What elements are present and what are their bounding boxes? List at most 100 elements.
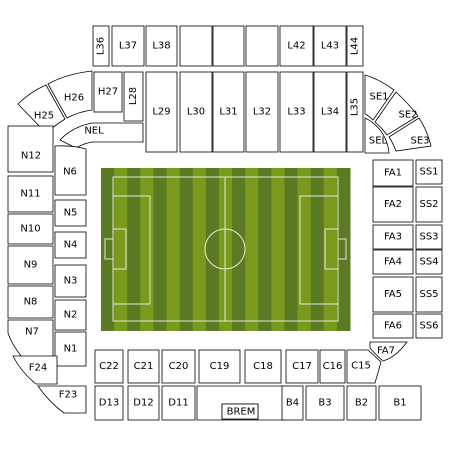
section-shape[interactable] — [372, 276, 414, 313]
section-shape[interactable] — [378, 385, 422, 421]
section-l37[interactable]: L37 — [111, 25, 145, 67]
section-l30[interactable]: L30 — [179, 71, 213, 153]
section-shape[interactable] — [7, 285, 54, 319]
section-f23[interactable]: F23 — [37, 385, 87, 414]
section-l34[interactable]: L34 — [313, 71, 347, 153]
section-shape[interactable] — [372, 313, 414, 339]
section-shape[interactable] — [279, 25, 314, 67]
section-shape[interactable] — [127, 349, 160, 384]
section-se3[interactable]: SE3 — [388, 117, 432, 152]
section-b3[interactable]: B3 — [305, 385, 345, 421]
section-l32[interactable]: L32 — [245, 71, 279, 153]
section-n3[interactable]: N3 — [54, 264, 87, 298]
section-shape[interactable] — [212, 25, 245, 67]
section-shape[interactable] — [111, 25, 145, 67]
section-shape[interactable] — [179, 71, 213, 153]
section-shape[interactable] — [364, 117, 390, 154]
section-shape[interactable] — [369, 341, 408, 362]
section-shape[interactable] — [372, 224, 414, 250]
section-shape[interactable] — [245, 71, 279, 153]
section-l42[interactable]: L42 — [279, 25, 314, 67]
section-shape[interactable] — [305, 385, 345, 421]
section-shape[interactable] — [7, 245, 54, 285]
section-shape[interactable] — [47, 70, 93, 119]
section-fa3[interactable]: FA3 — [372, 224, 414, 250]
section-shape[interactable] — [279, 71, 314, 153]
section-shape[interactable] — [245, 25, 279, 67]
section-shape[interactable] — [281, 385, 304, 421]
section-n8[interactable]: N8 — [7, 285, 54, 319]
section-shape[interactable] — [415, 186, 443, 223]
section-shape[interactable] — [54, 299, 87, 331]
section-shape[interactable] — [388, 117, 432, 152]
section-l36[interactable]: L36 — [92, 25, 110, 67]
section-l44[interactable]: L44 — [346, 25, 364, 67]
section-n6[interactable]: N6 — [54, 145, 87, 196]
section-n5[interactable]: N5 — [54, 199, 87, 227]
section-shape[interactable] — [145, 25, 178, 67]
section-shape[interactable] — [161, 385, 196, 421]
section-shape[interactable] — [54, 199, 87, 227]
section-ss3[interactable]: SS3 — [415, 224, 443, 250]
section-shape[interactable] — [54, 331, 87, 367]
section-b4[interactable]: B4 — [281, 385, 304, 421]
section-d12[interactable]: D12 — [127, 385, 160, 421]
section-shape[interactable] — [346, 71, 364, 153]
section-l38[interactable]: L38 — [145, 25, 178, 67]
section-c15[interactable]: C15 — [346, 349, 382, 384]
section-d13[interactable]: D13 — [94, 385, 124, 421]
section-c16[interactable]: C16 — [319, 349, 346, 384]
section-fa7[interactable]: FA7 — [369, 341, 408, 362]
section-ss5[interactable]: SS5 — [415, 276, 443, 313]
section-fa5[interactable]: FA5 — [372, 276, 414, 313]
section-shape[interactable] — [313, 25, 347, 67]
section-c17[interactable]: C17 — [285, 349, 319, 384]
section-b1[interactable]: B1 — [378, 385, 422, 421]
section-sel[interactable]: SEL — [364, 117, 390, 154]
section-fa4[interactable]: FA4 — [372, 249, 414, 275]
section-shape[interactable] — [37, 385, 87, 414]
section-n4[interactable]: N4 — [54, 231, 87, 259]
section-shape[interactable] — [93, 71, 123, 113]
section-l41[interactable] — [245, 25, 279, 67]
section-c18[interactable]: C18 — [244, 349, 282, 384]
section-shape[interactable] — [161, 349, 196, 384]
section-shape[interactable] — [415, 159, 443, 185]
section-brem[interactable]: BREM — [196, 385, 286, 421]
section-shape[interactable] — [94, 385, 124, 421]
section-d11[interactable]: D11 — [161, 385, 196, 421]
section-c20[interactable]: C20 — [161, 349, 196, 384]
section-h26[interactable]: H26 — [47, 70, 93, 119]
section-shape[interactable] — [346, 385, 377, 421]
section-shape[interactable] — [346, 25, 364, 67]
section-n1[interactable]: N1 — [54, 331, 87, 367]
section-c21[interactable]: C21 — [127, 349, 160, 384]
section-shape[interactable] — [374, 91, 419, 136]
section-fa1[interactable]: FA1 — [372, 159, 414, 187]
section-b2[interactable]: B2 — [346, 385, 377, 421]
section-shape[interactable] — [415, 276, 443, 313]
section-l40[interactable] — [212, 25, 245, 67]
section-shape[interactable] — [313, 71, 347, 153]
section-shape[interactable] — [372, 159, 414, 187]
section-shape[interactable] — [364, 74, 395, 121]
section-n11[interactable]: N11 — [7, 175, 54, 213]
section-shape[interactable] — [372, 249, 414, 275]
section-shape[interactable] — [244, 349, 282, 384]
section-shape[interactable] — [92, 25, 110, 67]
section-l33[interactable]: L33 — [279, 71, 314, 153]
section-l29[interactable]: L29 — [145, 71, 178, 153]
section-l31[interactable]: L31 — [212, 71, 245, 153]
section-nel[interactable]: NEL — [59, 122, 144, 149]
section-n12[interactable]: N12 — [7, 125, 54, 173]
section-shape[interactable] — [179, 25, 213, 67]
section-shape[interactable] — [123, 71, 144, 122]
section-fa6[interactable]: FA6 — [372, 313, 414, 339]
section-shape[interactable] — [59, 122, 144, 149]
section-f24[interactable]: F24 — [12, 355, 58, 385]
section-l28[interactable]: L28 — [123, 71, 144, 122]
section-n2[interactable]: N2 — [54, 299, 87, 331]
section-shape[interactable] — [127, 385, 160, 421]
section-n10[interactable]: N10 — [7, 213, 54, 245]
section-shape[interactable] — [415, 224, 443, 250]
